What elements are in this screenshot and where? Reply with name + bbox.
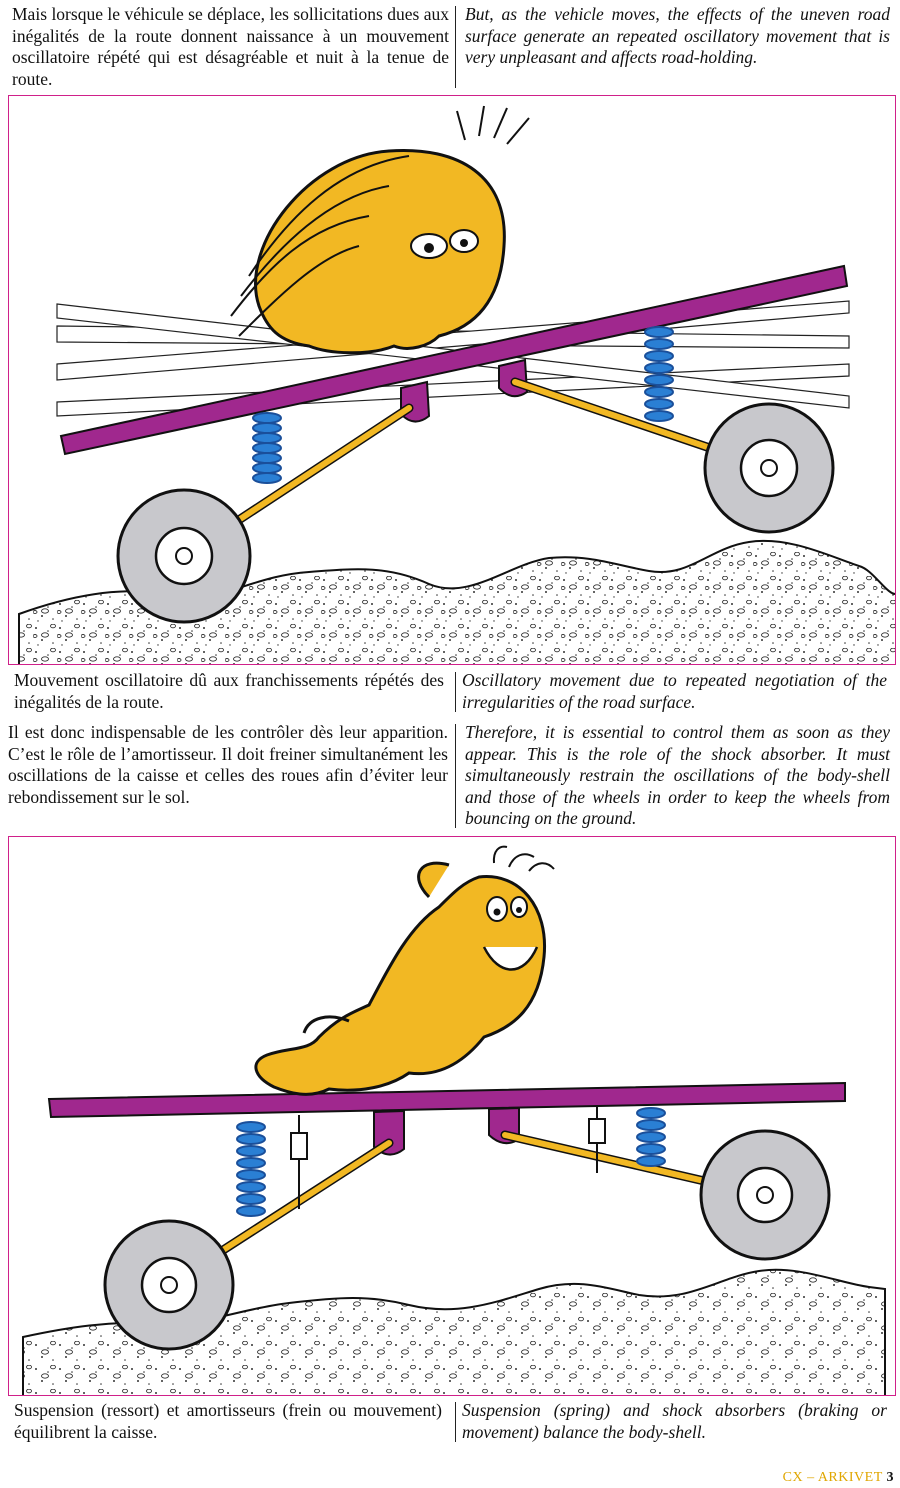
shock-absorber-right bbox=[588, 1107, 606, 1173]
page-number: 3 bbox=[886, 1470, 894, 1485]
body-text-en: Therefore, it is essential to control th… bbox=[465, 722, 890, 828]
shaken-character bbox=[230, 105, 530, 355]
oscillation-illustration bbox=[18, 105, 895, 664]
relaxed-character bbox=[254, 845, 555, 1096]
body-text-fr: Il est donc indispensable de les contrôl… bbox=[8, 722, 448, 807]
intro-text-en: But, as the vehicle moves, the effects o… bbox=[465, 4, 890, 67]
caption-balanced-en: Suspension (spring) and shock absorbers … bbox=[462, 1400, 887, 1442]
illustration-panel-balanced bbox=[8, 836, 896, 1396]
column-divider bbox=[455, 672, 456, 712]
column-divider bbox=[455, 6, 456, 88]
wheel-right bbox=[699, 1129, 831, 1261]
spring-right bbox=[636, 1107, 666, 1167]
spring-left bbox=[252, 412, 282, 484]
footer-label: CX – ARKIVET bbox=[782, 1470, 883, 1485]
balanced-illustration bbox=[22, 845, 886, 1395]
caption-balanced-fr: Suspension (ressort) et amortisseurs (fr… bbox=[14, 1400, 442, 1442]
caption-oscillation-en: Oscillatory movement due to repeated neg… bbox=[462, 670, 887, 712]
wheel-right bbox=[703, 402, 835, 534]
illustration-panel-oscillation bbox=[8, 95, 896, 665]
column-divider bbox=[455, 1402, 456, 1442]
shock-absorber-left bbox=[290, 1115, 308, 1209]
caption-oscillation-fr: Mouvement oscillatoire dû aux franchisse… bbox=[14, 670, 444, 712]
footer-watermark: CX – ARKIVET 3 bbox=[783, 1470, 894, 1486]
spring-right bbox=[644, 326, 674, 422]
spring-left bbox=[236, 1121, 266, 1217]
wheel-left bbox=[116, 488, 252, 624]
wheel-left bbox=[103, 1219, 235, 1351]
intro-text-fr: Mais lorsque le véhicule se déplace, les… bbox=[12, 4, 449, 89]
column-divider bbox=[455, 724, 456, 828]
